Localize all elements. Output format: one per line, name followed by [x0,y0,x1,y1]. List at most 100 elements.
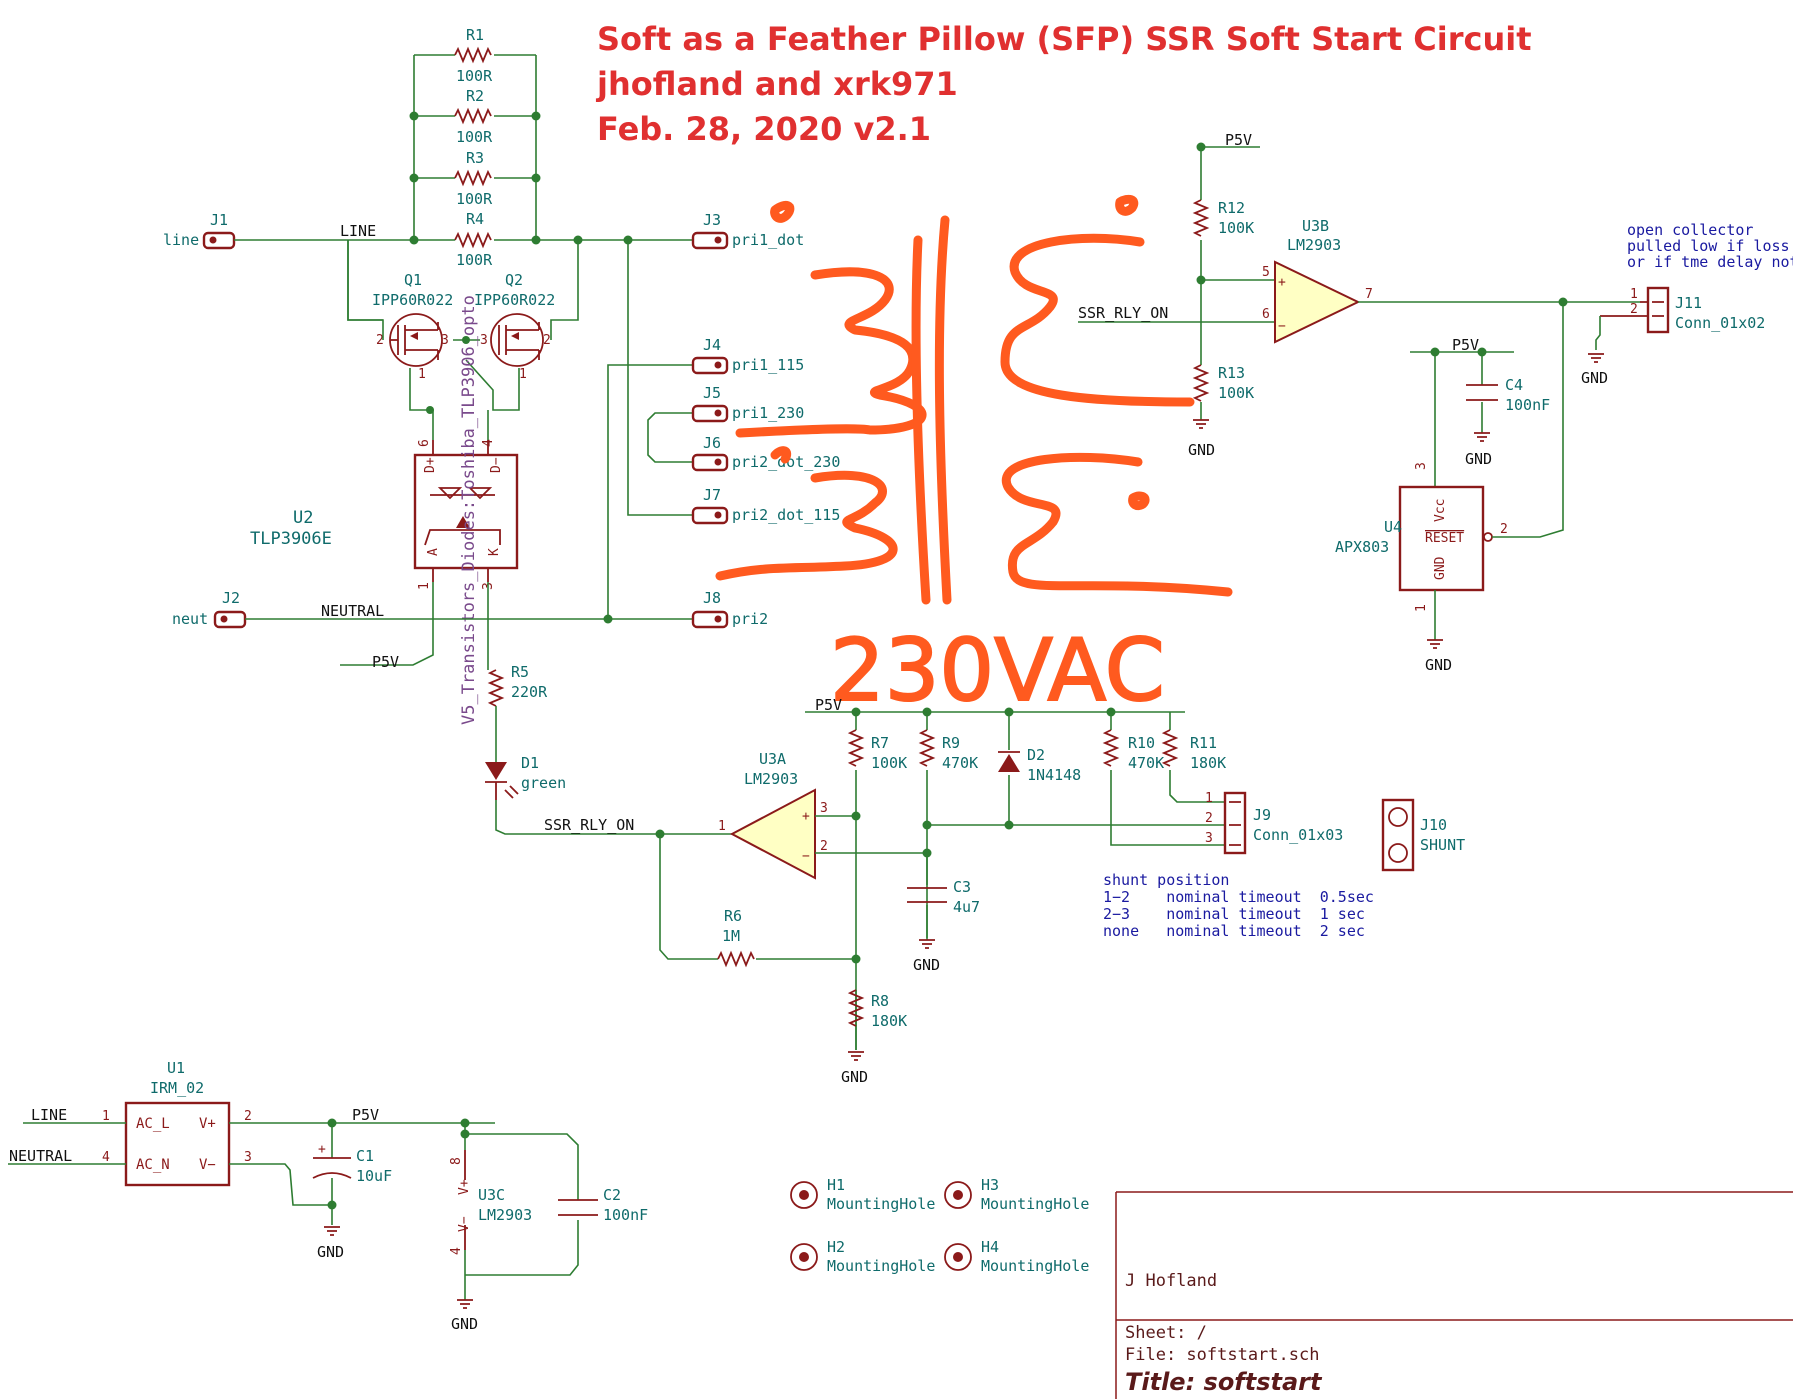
connector-j1: J1 line [163,211,236,250]
title-line-2: jhofland and xrk971 [595,65,958,103]
svg-text:AC_L: AC_L [136,1116,170,1132]
u4-ref: U4 [1384,518,1402,536]
gnd-c4: GND [1465,450,1492,468]
u3b-value: LM2903 [1287,236,1341,254]
svg-text:6: 6 [417,439,432,447]
r6-ref: R6 [724,907,742,925]
svg-text:1: 1 [417,582,432,590]
shunt-note-2: 1−2 nominal timeout 0.5sec [1103,888,1374,906]
svg-text:3: 3 [480,333,488,348]
title-block-sheet: Sheet: / [1125,1323,1207,1343]
svg-text:5: 5 [1262,265,1270,280]
svg-text:+: + [318,1142,326,1157]
svg-text:8: 8 [449,1157,464,1165]
h2-ref: H2 [827,1238,845,1256]
h4-value: MountingHole [981,1257,1089,1275]
j9-value: Conn_01x03 [1253,826,1343,844]
gnd-u3c: GND [451,1315,478,1333]
r7-ref: R7 [871,734,889,752]
d1-ref: D1 [521,754,539,772]
u3a-ref: U3A [759,750,786,768]
svg-text:3: 3 [1414,462,1429,470]
gnd-c3: GND [913,956,940,974]
r9-value: 470K [942,754,978,772]
q2-value: IPP60R022 [474,291,555,309]
annotation-230vac: 230VAC [830,621,1165,721]
r2-ref: R2 [466,87,484,105]
svg-text:GND: GND [1433,556,1448,580]
title-block: J Hofland Sheet: / File: softstart.sch T… [1115,1191,1793,1399]
svg-text:1: 1 [1630,287,1638,302]
r8-ref: R8 [871,992,889,1010]
svg-text:−: − [1278,319,1286,334]
net-line: LINE [340,222,376,240]
r5-ref: R5 [511,663,529,681]
svg-text:2: 2 [244,1109,252,1124]
u2-ref: U2 [293,508,313,528]
c1-ref: C1 [356,1147,374,1165]
j1-ref: J1 [210,211,228,229]
r8-value: 180K [871,1012,907,1030]
svg-text:3: 3 [244,1150,252,1165]
j11-ref: J11 [1675,294,1702,312]
net-p5v-opto: P5V [372,653,399,671]
q2-ref: Q2 [505,271,523,289]
svg-text:V+: V+ [199,1116,216,1132]
h1-ref: H1 [827,1176,845,1194]
j1-label: line [163,231,199,249]
note-open-collector-3: or if tme delay not t [1627,253,1793,271]
svg-text:D−: D− [489,457,504,473]
q1-ref: Q1 [404,271,422,289]
svg-text:7: 7 [1365,287,1373,302]
r12-ref: R12 [1218,199,1245,217]
j6-ref: J6 [703,434,721,452]
svg-text:D+: D+ [423,457,438,473]
net-ssr-1: SSR_RLY_ON [544,816,634,834]
net-p5v-u1: P5V [352,1106,379,1124]
gnd-c1: GND [317,1243,344,1261]
r6-value: 1M [722,927,740,945]
resistor-bank: R1 100R R2 100R R3 100R R4 100R [409,26,541,269]
schematic-title: Soft as a Feather Pillow (SFP) SSR Soft … [595,20,1532,148]
resistor-r5: R5 220R [487,663,548,707]
connector-j2: J2 neut [172,589,247,629]
j8-label: pri2 [732,610,768,628]
svg-text:AC_N: AC_N [136,1157,170,1173]
mosfet-q2: 3 2 1 Q2 IPP60R022 [474,271,555,382]
c2-ref: C2 [603,1186,621,1204]
u2-value: TLP3906E [250,529,332,549]
svg-text:V−: V− [457,1216,472,1232]
svg-text:6: 6 [1262,307,1270,322]
net-ssr-2: SSR_RLY_ON [1078,304,1168,322]
r11-value: 180K [1190,754,1226,772]
j10-ref: J10 [1420,816,1447,834]
q1-value: IPP60R022 [372,291,453,309]
j7-ref: J7 [703,486,721,504]
svg-text:K: K [487,548,502,556]
c1-value: 10uF [356,1167,392,1185]
note-open-collector-2: pulled low if loss of [1627,237,1793,255]
c3-ref: C3 [953,878,971,896]
shunt-notes: shunt position 1−2 nominal timeout 0.5se… [1103,871,1374,940]
svg-text:RESET: RESET [1425,531,1464,546]
h4-ref: H4 [981,1238,999,1256]
svg-text:+: + [1278,275,1286,290]
r2-value: 100R [456,128,493,146]
svg-text:4: 4 [102,1150,110,1165]
j4-ref: J4 [703,336,721,354]
svg-text:−: − [802,849,810,864]
svg-text:2: 2 [820,839,828,854]
svg-text:2: 2 [1205,811,1213,826]
connector-j11: 1 2 J11 Conn_01x02 GND open collector pu… [1581,221,1793,387]
j5-label: pri1_230 [732,404,804,422]
power-supply-u1: U1 IRM_02 AC_L AC_N V+ V− LINE NEUTRAL 1… [8,1059,495,1261]
j9-ref: J9 [1253,806,1271,824]
r5-value: 220R [511,683,548,701]
j2-label: neut [172,610,208,628]
h3-ref: H3 [981,1176,999,1194]
svg-text:2: 2 [543,333,551,348]
u3b-ref: U3B [1302,217,1329,235]
r4-ref: R4 [466,210,484,228]
net-p5v-u4: P5V [1452,336,1479,354]
svg-text:1: 1 [718,819,726,834]
